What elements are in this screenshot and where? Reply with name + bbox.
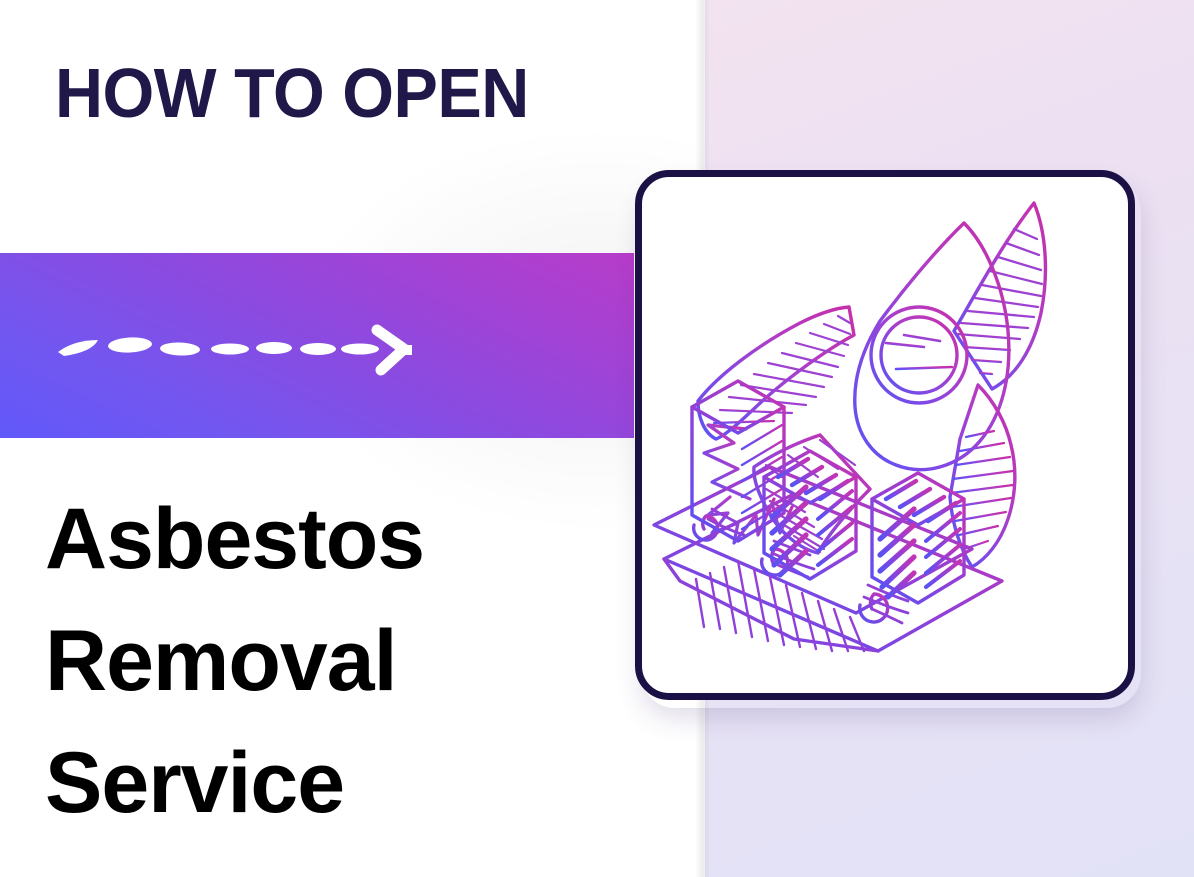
bar-chart-bar-2 bbox=[762, 449, 858, 581]
title-line-3: Service bbox=[45, 735, 345, 832]
bar-chart-bar-1 bbox=[690, 379, 786, 543]
report-sheet-back bbox=[652, 465, 974, 615]
bar-1-hatch bbox=[740, 423, 784, 531]
left-panel bbox=[0, 0, 706, 877]
rocket-and-bar-chart-sketch bbox=[652, 201, 1048, 653]
rocket-window bbox=[869, 305, 969, 405]
rocket-body bbox=[853, 221, 1011, 472]
page-title: Asbestos Removal Service bbox=[45, 478, 605, 844]
bar-chart-bar-3 bbox=[870, 471, 966, 605]
bar-2-hatch-left bbox=[769, 484, 809, 578]
kicker-heading: HOW TO OPEN bbox=[55, 54, 529, 132]
legend-marker-3 bbox=[857, 592, 890, 624]
rocket-nose-cone bbox=[952, 201, 1048, 391]
rocket-right-fin bbox=[948, 383, 1017, 569]
dashed-arrow-right-icon bbox=[52, 316, 435, 376]
title-line-2: Removal bbox=[45, 613, 398, 710]
illustration-card bbox=[635, 170, 1135, 700]
rocket-left-fin bbox=[696, 305, 856, 441]
title-line-1: Asbestos bbox=[45, 491, 425, 587]
bar-3-hatch-left bbox=[877, 506, 917, 600]
sheet-hatch bbox=[694, 559, 866, 653]
bar-2-hatch-right bbox=[816, 489, 854, 567]
gradient-band bbox=[0, 253, 634, 438]
bar-3-hatch-top bbox=[883, 478, 959, 524]
bar-3-hatch-right bbox=[924, 511, 962, 589]
bar-2-hatch-top bbox=[775, 456, 851, 502]
report-sheet-front bbox=[662, 493, 1004, 653]
